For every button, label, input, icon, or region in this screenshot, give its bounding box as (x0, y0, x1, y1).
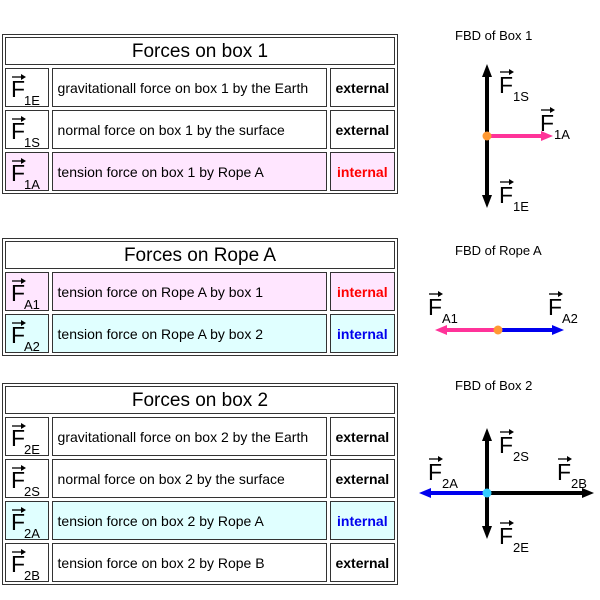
vector-arrow-icon (429, 456, 443, 462)
vector-arrow-icon (429, 291, 443, 297)
box1-dot (482, 131, 492, 141)
table-forces-box1: Forces on box 1 F 1E gravitationall forc… (2, 34, 398, 194)
table-row: F 1S normal force on box 1 by the surfac… (5, 110, 395, 149)
force-symbol-cell: F A2 (5, 314, 49, 353)
arrowhead-icon (582, 488, 594, 498)
vector-arrow-icon (500, 429, 514, 435)
force-description: tension force on box 2 by Rope A (51, 501, 327, 540)
force-description: normal force on box 1 by the surface (51, 110, 327, 149)
force-symbol-cell: F 2E (5, 417, 49, 456)
box2-dot (482, 488, 492, 498)
vector-arrow-icon (558, 456, 572, 462)
vector-arrow-icon (549, 291, 563, 297)
fbd-label-f1a: F 1A (540, 106, 580, 141)
fbd-label-f1s: F 1S (499, 68, 539, 103)
vector-arrow-icon (12, 278, 26, 284)
fbd-label-f2b: F 2B (557, 455, 597, 490)
force-type: internal (329, 501, 395, 540)
force-description: normal force on box 2 by the surface (51, 459, 327, 498)
force-symbol: F 1A (10, 157, 46, 191)
arrowhead-icon (482, 64, 492, 77)
vector-arrow-icon (12, 320, 26, 326)
table-row: F 2A tension force on box 2 by Rope A in… (5, 501, 395, 540)
table-row: F 2E gravitationall force on box 2 by th… (5, 417, 395, 456)
table-forces-rope-a: Forces on Rope A F A1 tension force on R… (2, 238, 398, 356)
fbd-rope-a (435, 325, 564, 335)
force-type: internal (329, 272, 395, 311)
fbd-box1-title: FBD of Box 1 (455, 28, 533, 43)
arrowhead-icon (482, 195, 492, 208)
force-type: external (329, 459, 395, 498)
force-type: external (329, 543, 395, 582)
force-description: gravitationall force on box 2 by the Ear… (51, 417, 327, 456)
force-description: tension force on box 1 by Rope A (51, 152, 327, 191)
force-symbol-cell: F 2A (5, 501, 49, 540)
force-description: tension force on Rope A by box 2 (51, 314, 327, 353)
vector-arrow-icon (12, 423, 26, 429)
vector-arrow-icon (12, 549, 26, 555)
force-symbol: F A2 (10, 319, 46, 353)
force-description: tension force on Rope A by box 1 (51, 272, 327, 311)
force-symbol-cell: F 1S (5, 110, 49, 149)
vector-arrow-icon (541, 107, 555, 113)
force-symbol-cell: F 2S (5, 459, 49, 498)
fbd-label-fa1: F A1 (428, 290, 468, 325)
arrowhead-icon (482, 526, 492, 539)
fbd-box2-title: FBD of Box 2 (455, 378, 533, 393)
force-symbol-cell: F 1A (5, 152, 49, 191)
table-row: F 2B tension force on box 2 by Rope B ex… (5, 543, 395, 582)
force-description: gravitationall force on box 1 by the Ear… (51, 68, 327, 107)
table-row: F 2S normal force on box 2 by the surfac… (5, 459, 395, 498)
table-title: Forces on box 2 (5, 386, 395, 414)
force-symbol: F 1S (10, 115, 46, 149)
vector-arrow-icon (12, 74, 26, 80)
force-type: internal (329, 314, 395, 353)
fbd-label-f2a: F 2A (428, 455, 468, 490)
force-symbol: F 1E (10, 73, 46, 107)
rope-a-dot (493, 325, 503, 335)
table-row: F A2 tension force on Rope A by box 2 in… (5, 314, 395, 353)
force-symbol-cell: F 2B (5, 543, 49, 582)
force-symbol: F A1 (10, 277, 46, 311)
arrowhead-icon (482, 428, 492, 441)
vector-arrow-icon (12, 507, 26, 513)
force-type: external (329, 417, 395, 456)
fbd-label-f2e: F 2E (499, 519, 539, 554)
vector-arrow-icon (12, 158, 26, 164)
fbd-label-f2s: F 2S (499, 428, 539, 463)
force-symbol-cell: F A1 (5, 272, 49, 311)
arrowhead-icon (419, 488, 431, 498)
fbd-rope-a-title: FBD of Rope A (455, 243, 542, 258)
force-symbol-cell: F 1E (5, 68, 49, 107)
table-title: Forces on box 1 (5, 37, 395, 65)
force-description: tension force on box 2 by Rope B (51, 543, 327, 582)
force-type: external (329, 68, 395, 107)
table-row: F 1A tension force on box 1 by Rope A in… (5, 152, 395, 191)
table-row: F A1 tension force on Rope A by box 1 in… (5, 272, 395, 311)
table-row: F 1E gravitationall force on box 1 by th… (5, 68, 395, 107)
arrowhead-icon (541, 131, 553, 141)
force-symbol: F 2E (10, 422, 46, 456)
fbd-label-fa2: F A2 (548, 290, 588, 325)
arrowhead-icon (435, 325, 447, 335)
fbd-label-f1e: F 1E (499, 178, 539, 213)
force-type: internal (329, 152, 395, 191)
force-symbol: F 2S (10, 464, 46, 498)
force-symbol: F 2B (10, 548, 46, 582)
vector-arrow-icon (500, 179, 514, 185)
table-forces-box2: Forces on box 2 F 2E gravitationall forc… (2, 383, 398, 585)
vector-arrow-icon (12, 465, 26, 471)
force-symbol: F 2A (10, 506, 46, 540)
arrowhead-icon (552, 325, 564, 335)
fbd-box2 (419, 428, 594, 539)
table-title: Forces on Rope A (5, 241, 395, 269)
vector-arrow-icon (500, 69, 514, 75)
force-type: external (329, 110, 395, 149)
vector-arrow-icon (500, 520, 514, 526)
fbd-box1 (482, 64, 553, 208)
vector-arrow-icon (12, 116, 26, 122)
